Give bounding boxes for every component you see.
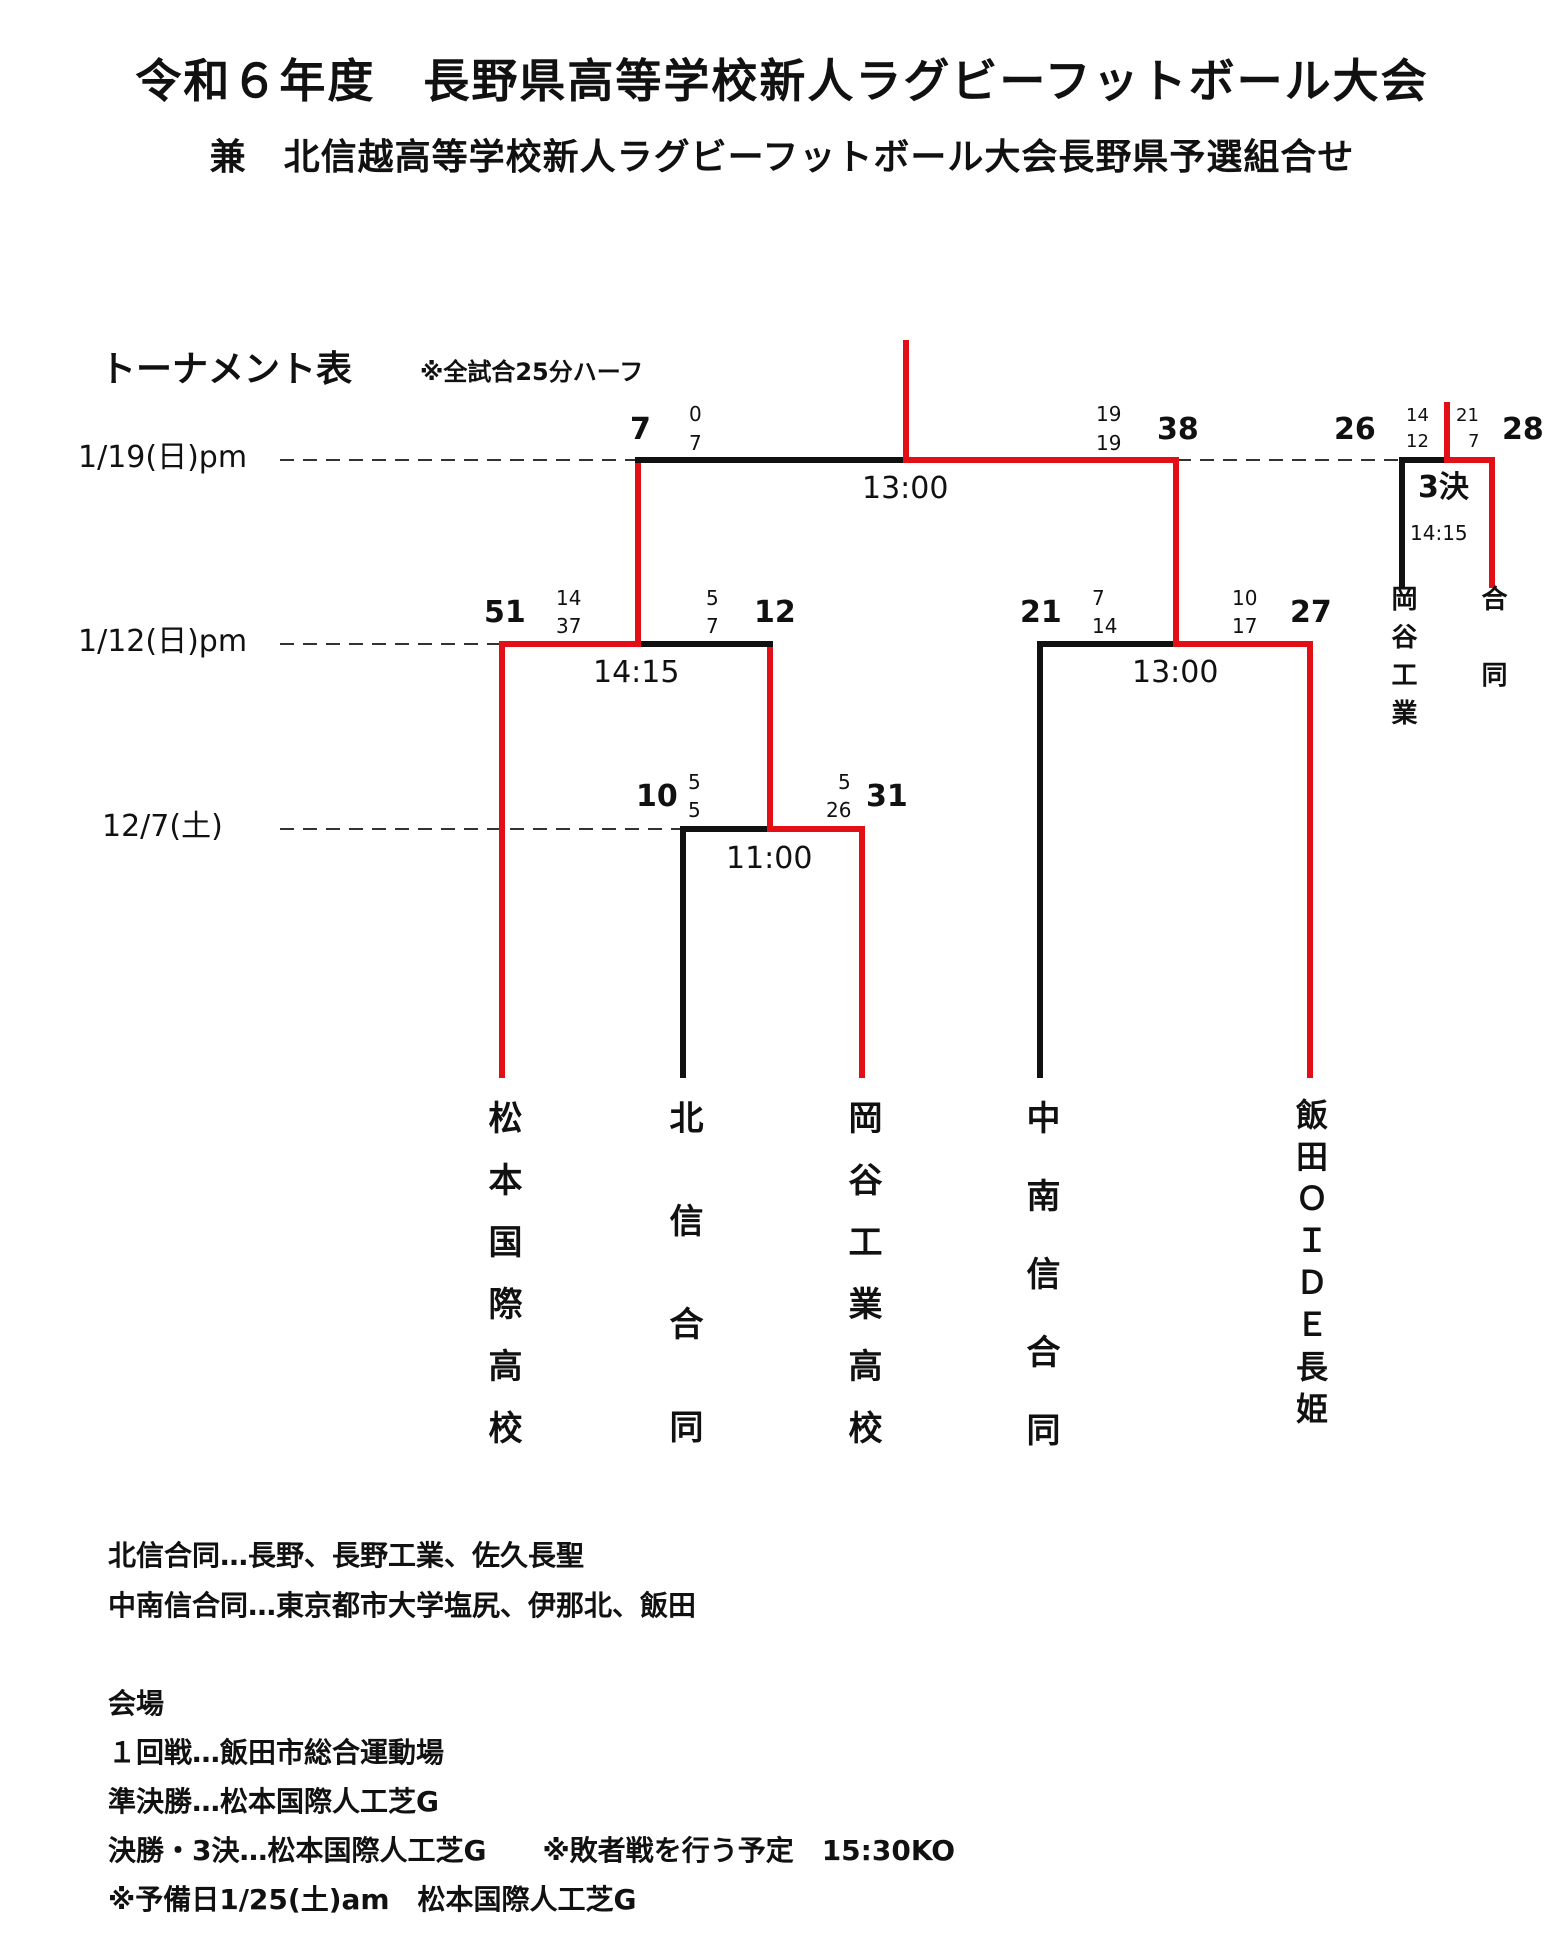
- semi-left-left-half1: 14: [556, 586, 582, 610]
- first-left-half1: 5: [688, 770, 701, 794]
- date-first: 12/7(土): [102, 809, 223, 844]
- third-right-team-text: 合同: [1477, 585, 1507, 737]
- final-left-half1: 0: [689, 402, 702, 426]
- venue-reserve: ※予備日1/25(土)am 松本国際人工芝G: [108, 1883, 637, 1916]
- semi-left-left-score: 51: [484, 595, 526, 630]
- third-right-score: 28: [1502, 412, 1544, 447]
- team-matsumoto: 松本国際高校: [482, 1100, 522, 1472]
- team-chunanshin: 中南信合同: [1020, 1100, 1060, 1490]
- team-iida: 飯田ＯＩＤＥ長姫: [1290, 1098, 1330, 1434]
- first-right-half1: 5: [838, 770, 851, 794]
- team-chunanshin-text: 中南信合同: [1020, 1100, 1060, 1490]
- final-right-half1: 19: [1096, 402, 1122, 426]
- tournament-label: トーナメント表: [100, 349, 353, 390]
- team-okaya-text: 岡谷工業高校: [842, 1100, 882, 1472]
- semi-left-right-half1: 5: [706, 586, 719, 610]
- venue-first: １回戦…飯田市総合運動場: [108, 1736, 445, 1769]
- semi-right-left-half1: 7: [1092, 586, 1105, 610]
- venue-semi: 準決勝…松本国際人工芝G: [108, 1785, 439, 1818]
- third-left-team-text: 岡谷工業: [1387, 585, 1417, 737]
- semi-left-right-half2: 7: [706, 614, 719, 638]
- semi-left-time: 14:15: [593, 655, 680, 690]
- page-subtitle: 兼 北信越高等学校新人ラグビーフットボール大会長野県予選組合せ: [209, 137, 1355, 178]
- team-matsumoto-text: 松本国際高校: [482, 1100, 522, 1472]
- third-label: 3決: [1418, 470, 1469, 505]
- date-semi: 1/12(日)pm: [78, 624, 248, 659]
- semi-right-left-score: 21: [1020, 595, 1062, 630]
- team-okaya: 岡谷工業高校: [842, 1100, 882, 1472]
- final-time: 13:00: [862, 471, 949, 506]
- third-left-half1: 14: [1406, 405, 1429, 426]
- team-kitashin-text: 北信合同: [663, 1100, 703, 1512]
- semi-right-right-half2: 17: [1232, 614, 1258, 638]
- first-time: 11:00: [726, 841, 813, 876]
- third-left-score: 26: [1334, 412, 1376, 447]
- rule-note: ※全試合25分ハーフ: [420, 358, 644, 386]
- note-chunanshin: 中南信合同…東京都市大学塩尻、伊那北、飯田: [108, 1589, 697, 1622]
- third-left-half2: 12: [1406, 431, 1429, 452]
- first-left-score: 10: [636, 779, 678, 814]
- final-left-half2: 7: [689, 431, 702, 455]
- third-right-half1: 21: [1456, 405, 1479, 426]
- first-left-half2: 5: [688, 798, 701, 822]
- team-kitashin: 北信合同: [663, 1100, 703, 1512]
- venue-title: 会場: [108, 1687, 165, 1720]
- page-title: 令和６年度 長野県高等学校新人ラグビーフットボール大会: [135, 54, 1429, 108]
- third-left-team: 岡谷工業: [1382, 585, 1422, 737]
- final-right-half2: 19: [1096, 431, 1122, 455]
- semi-right-right-score: 27: [1290, 595, 1332, 630]
- final-right-score: 38: [1157, 412, 1199, 447]
- semi-right-right-half1: 10: [1232, 586, 1258, 610]
- third-right-half2: 7: [1468, 431, 1480, 452]
- first-right-score: 31: [866, 779, 908, 814]
- note-kitashin: 北信合同…長野、長野工業、佐久長聖: [108, 1539, 585, 1572]
- first-right-half2: 26: [826, 798, 852, 822]
- team-iida-text: 飯田ＯＩＤＥ長姫: [1291, 1098, 1329, 1434]
- semi-left-left-half2: 37: [556, 614, 582, 638]
- third-right-team: 合同: [1472, 585, 1512, 737]
- semi-left-right-score: 12: [754, 595, 796, 630]
- third-time: 14:15: [1410, 521, 1468, 545]
- final-left-score: 7: [630, 412, 651, 447]
- date-final: 1/19(日)pm: [78, 440, 248, 475]
- semi-right-left-half2: 14: [1092, 614, 1118, 638]
- semi-right-time: 13:00: [1132, 655, 1219, 690]
- venue-final: 決勝・3決…松本国際人工芝G ※敗者戦を行う予定 15:30KO: [108, 1834, 956, 1867]
